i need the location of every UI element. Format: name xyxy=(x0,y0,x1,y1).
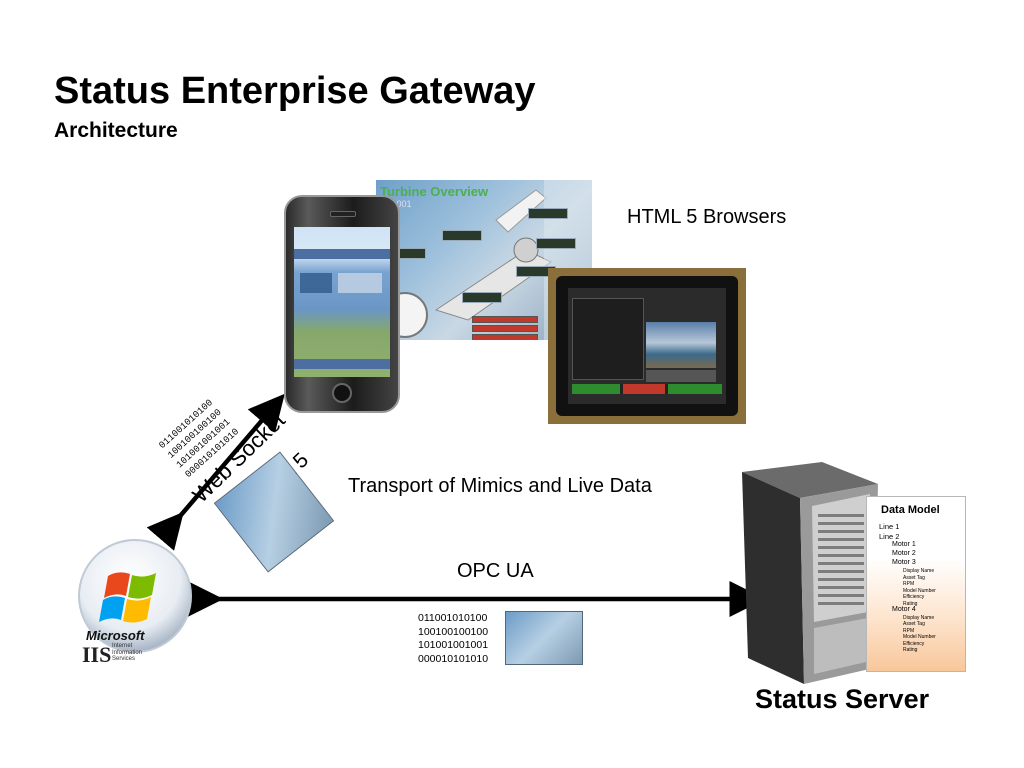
data-model-node: Model Number xyxy=(903,634,936,640)
opc-ua-caption: OPC UA xyxy=(457,560,534,582)
speaker-icon xyxy=(330,211,356,217)
phone-screen xyxy=(294,227,390,377)
data-model-node: Model Number xyxy=(903,587,936,594)
data-model-node: Motor 3 xyxy=(892,558,916,566)
binary-data-flat: 011001010100 100100100100 101001001001 0… xyxy=(418,612,489,665)
data-model-node: Asset Tag xyxy=(903,621,925,627)
data-model-node: Line 2 xyxy=(879,531,900,541)
status-server-label: Status Server xyxy=(755,684,930,714)
microsoft-wordmark: Microsoft xyxy=(86,628,145,643)
data-model-node: Motor 4 xyxy=(892,606,916,613)
iis-full-name: Internet Information Services xyxy=(112,643,143,662)
mimic-thumbnail-small xyxy=(505,611,583,665)
data-model-node: Asset Tag xyxy=(903,574,925,581)
iis-wordmark: IIS xyxy=(82,642,112,667)
slide-title: Status Enterprise Gateway xyxy=(54,70,536,112)
data-model-node: Display Name xyxy=(903,568,935,574)
data-model-node: Line 1 xyxy=(879,522,900,531)
data-model-node: Rating xyxy=(903,647,918,653)
data-model-node: Display Name xyxy=(903,614,935,621)
html5-browsers-caption: HTML 5 Browsers xyxy=(627,206,787,228)
websocket-arrow xyxy=(146,393,285,551)
data-model-node: RPM xyxy=(903,627,915,634)
server-tower-icon xyxy=(742,462,878,684)
data-model-node: Efficiency xyxy=(903,594,925,600)
transport-caption: Transport of Mimics and Live Data xyxy=(348,475,652,497)
building-photo xyxy=(646,322,716,368)
turbine-overview-screenshot: Turbine Overview TB1001 xyxy=(376,180,592,340)
data-model-node: RPM xyxy=(903,581,915,587)
data-model-node: Motor 2 xyxy=(892,549,916,557)
slide-subtitle: Architecture xyxy=(54,119,178,142)
windows-logo-icon xyxy=(78,539,192,653)
status-strip xyxy=(572,384,722,394)
data-model-node: Rating xyxy=(903,600,918,607)
turbine-screen-title: Turbine Overview xyxy=(380,184,489,199)
tablet-device xyxy=(548,268,746,424)
data-model-node: Efficiency xyxy=(903,640,925,647)
tablet-screen xyxy=(568,288,726,404)
data-model-node: Motor 1 xyxy=(892,540,916,548)
home-button-icon xyxy=(332,383,352,403)
data-model-title: Data Model xyxy=(881,504,940,516)
iphone-device xyxy=(284,195,400,413)
